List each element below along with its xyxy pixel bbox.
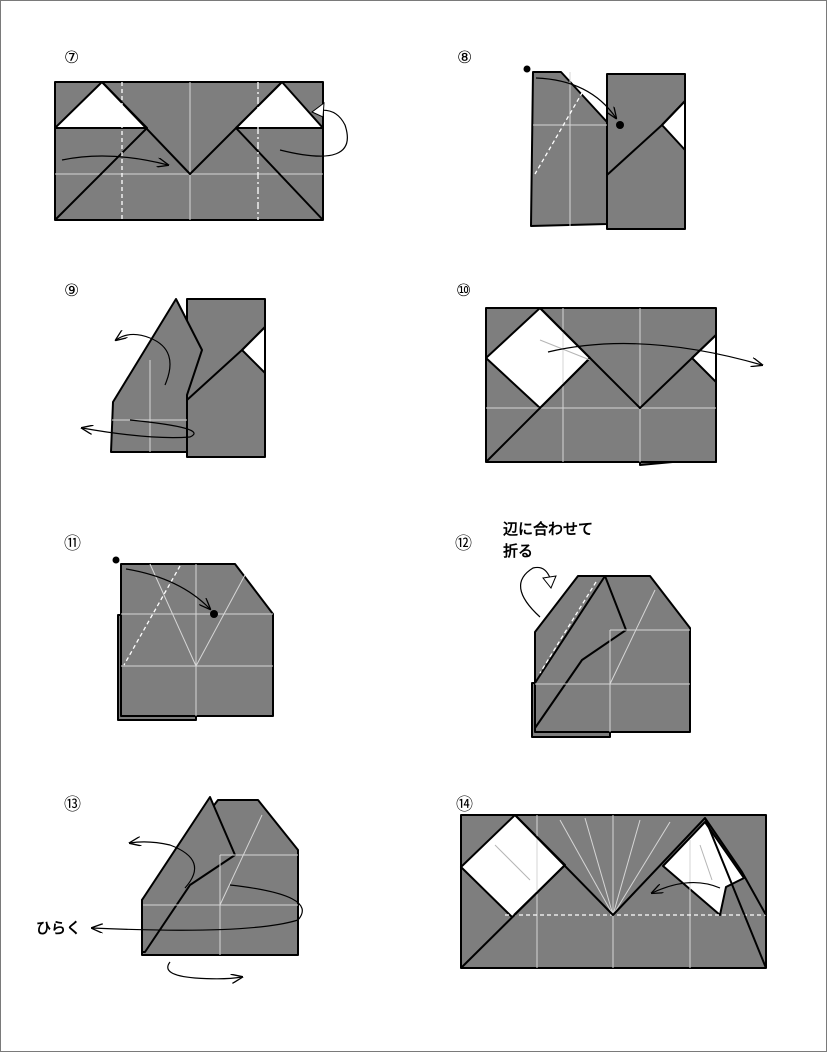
step-9-number: ⑨ xyxy=(64,281,79,301)
step-8-number: ⑧ xyxy=(457,48,472,68)
step-13-instruction: ひらく xyxy=(36,919,81,937)
step-12-paper xyxy=(534,575,691,733)
step-10: ⑩ xyxy=(456,281,762,466)
step-12-instruction-line2: 折る xyxy=(503,542,533,560)
step-14-number: ⑭ xyxy=(456,795,473,815)
step-9-right-panel xyxy=(186,298,266,458)
step-11-paper xyxy=(120,563,274,717)
step-11: ⑪ xyxy=(64,534,274,721)
step-12-fold-flap xyxy=(534,575,627,729)
step-12: ⑫ 辺に合わせて 折る xyxy=(455,520,691,738)
step-12-instruction-line1: 辺に合わせて xyxy=(503,520,593,538)
step-8-right-panel xyxy=(606,73,686,230)
step-8-left-panel xyxy=(530,71,608,227)
step-13: ⑬ ひらく xyxy=(36,795,303,979)
step-8: ⑧ xyxy=(457,48,686,230)
step-9-left-flap xyxy=(110,298,203,453)
step-14: ⑭ xyxy=(456,795,767,969)
step-11-number: ⑪ xyxy=(64,534,81,554)
step-12-number: ⑫ xyxy=(455,534,472,554)
step-7-number: ⑦ xyxy=(64,48,79,68)
step-13-number: ⑬ xyxy=(64,795,81,815)
step-9: ⑨ xyxy=(64,281,266,458)
step-14-right-flap xyxy=(662,821,745,916)
step-7: ⑦ xyxy=(54,48,348,221)
step-10-number: ⑩ xyxy=(456,281,471,301)
